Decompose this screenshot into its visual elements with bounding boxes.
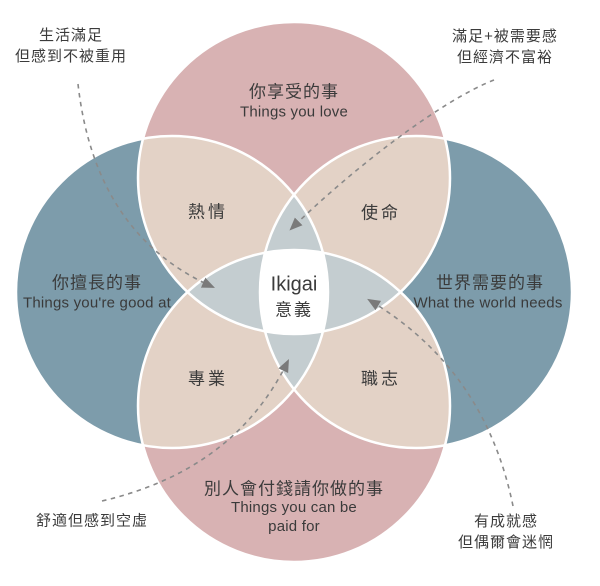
label-love-en: Things you love [239, 103, 349, 121]
label-vocation: 職志 [361, 369, 401, 389]
label-world-needs-en: What the world needs [413, 294, 563, 312]
label-passion: 熱情 [188, 202, 228, 222]
label-good-at-zh: 你擅長的事 [52, 273, 142, 293]
annotation-bottom-right: 有成就感 但偶爾會迷惘 [458, 511, 554, 553]
dash-connector-bottom-right [367, 298, 514, 507]
circle-outline-bottom [136, 248, 452, 564]
center-title-en: Ikigai [270, 273, 318, 296]
annotation-top-left-line2: 但感到不被重用 [14, 48, 128, 65]
label-profession: 專業 [188, 369, 228, 389]
center-title-zh: 意義 [275, 300, 313, 320]
annotation-top-right: 滿足+被需要感 但經濟不富裕 [452, 26, 558, 68]
circle-outline-right [258, 134, 574, 450]
label-world-needs-zh: 世界需要的事 [436, 273, 544, 293]
label-good-at-en: Things you're good at [23, 294, 171, 312]
label-mission: 使命 [361, 203, 401, 223]
annotation-top-left-line1: 生活滿足 [38, 27, 104, 44]
circle-outline-top [136, 20, 452, 336]
annotation-top-right-line2: 但經濟不富裕 [456, 49, 554, 66]
label-paid-for-en: Things you can be paid for [231, 499, 357, 535]
annotation-top-left: 生活滿足 但感到不被重用 [15, 25, 127, 67]
circle-outline-left [14, 134, 330, 450]
label-paid-for-zh: 別人會付錢請你做的事 [204, 479, 384, 499]
dash-connector-bottom-left [101, 359, 289, 502]
annotation-bottom-left-line1: 舒適但感到空虛 [35, 512, 149, 530]
annotation-bottom-left: 舒適但感到空虛 [36, 511, 148, 532]
dash-connector-top-left [77, 83, 215, 288]
annotation-bottom-right-line1: 有成就感 [473, 513, 539, 530]
annotation-top-right-line1: 滿足+被需要感 [452, 28, 558, 45]
label-love-zh: 你享受的事 [249, 82, 339, 102]
annotation-bottom-right-line2: 但偶爾會迷惘 [457, 534, 555, 551]
